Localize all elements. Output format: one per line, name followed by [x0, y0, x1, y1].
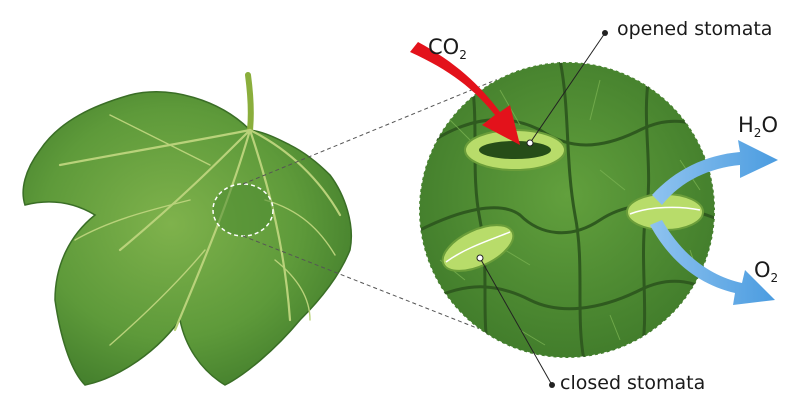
co2-arrow — [410, 42, 520, 145]
h2o-arrow — [652, 140, 778, 205]
leader-lines — [479, 32, 606, 386]
co2-label: CO2 — [428, 35, 467, 63]
o2-arrow — [650, 220, 775, 305]
opened-stoma — [464, 129, 566, 171]
leaf-veins — [58, 114, 342, 346]
leader-dots — [549, 30, 608, 388]
h2o-label: H2O — [738, 113, 778, 141]
zoom-connectors — [242, 69, 521, 346]
fig-leaf — [22, 72, 353, 386]
closed-stoma-left — [441, 224, 515, 272]
closed-stomata-label: closed stomata — [560, 372, 706, 394]
o2-label: O2 — [754, 258, 779, 286]
opened-stomata-label: opened stomata — [617, 18, 773, 40]
